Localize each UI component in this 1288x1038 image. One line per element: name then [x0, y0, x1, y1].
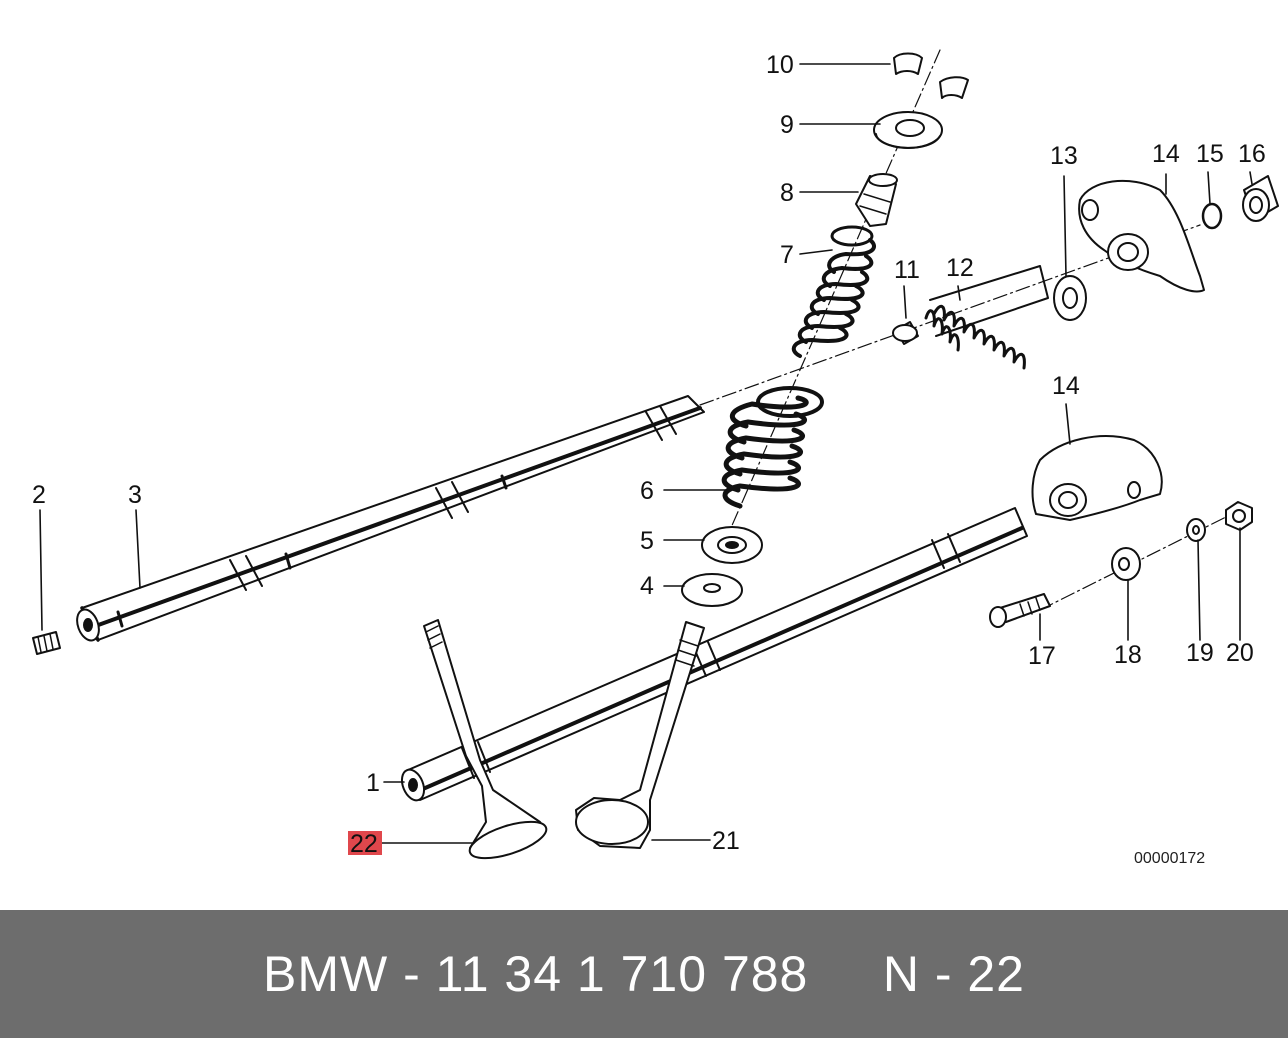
callout-14-upper: 14 — [1152, 140, 1180, 168]
callout-15: 15 — [1196, 140, 1224, 168]
nut-20 — [1225, 501, 1253, 531]
plug — [32, 631, 61, 655]
callout-7: 7 — [780, 241, 794, 269]
eccentric-18 — [1111, 547, 1141, 581]
stem-seal-8 — [855, 173, 898, 227]
callout-16: 16 — [1238, 140, 1266, 168]
parts-diagram: 1 2 3 4 5 6 7 8 9 10 11 12 13 14 15 16 1… — [32, 49, 1279, 867]
shaft-spring-12 — [924, 265, 1049, 370]
rocker-shaft-lower — [400, 507, 1028, 802]
callout-18: 18 — [1114, 641, 1142, 669]
valve-21 — [575, 621, 705, 849]
washer-19 — [1186, 518, 1206, 542]
valve-keepers-10 — [893, 52, 969, 99]
callout-13: 13 — [1050, 142, 1078, 170]
valve-spring-outer-6 — [721, 386, 824, 509]
exploded-view-drawing: 1 2 3 4 5 6 7 8 9 10 11 12 13 14 15 16 1… — [32, 49, 1279, 867]
rocker-arm-upper-14 — [1078, 179, 1205, 293]
spring-seat-5 — [701, 526, 763, 564]
bushing-16 — [1242, 175, 1279, 222]
rocker-arm-lower-14 — [1031, 435, 1163, 521]
footer-bar: BMW - 11 34 1 710 788 N - 22 — [0, 910, 1288, 1038]
bolt-17 — [989, 593, 1051, 628]
leader-lines — [39, 63, 1253, 844]
callout-20: 20 — [1226, 639, 1254, 667]
circlip-15 — [1201, 202, 1223, 230]
rocker-shaft-upper — [76, 395, 705, 642]
callout-19: 19 — [1186, 639, 1214, 667]
callout-4: 4 — [640, 572, 654, 600]
part-number-caption: BMW - 11 34 1 710 788 N - 22 — [263, 946, 1025, 1002]
callout-1: 1 — [366, 769, 380, 797]
callout-12: 12 — [946, 254, 974, 282]
callout-14-lower: 14 — [1052, 372, 1080, 400]
drawing-number: 00000172 — [1134, 850, 1205, 867]
callout-11: 11 — [894, 256, 920, 284]
retainer-9 — [873, 111, 943, 149]
callout-6: 6 — [640, 477, 654, 505]
thrust-washer-13 — [1053, 275, 1087, 321]
callout-17: 17 — [1028, 642, 1056, 670]
valve-22 — [423, 619, 548, 860]
callout-8: 8 — [780, 179, 794, 207]
washer-4 — [681, 573, 743, 607]
callout-2: 2 — [32, 481, 46, 509]
callout-5: 5 — [640, 527, 654, 555]
callout-22-highlight — [348, 831, 382, 855]
valve-spring-inner-7 — [791, 225, 876, 358]
spacer-11 — [892, 321, 919, 345]
callout-22: 22 — [350, 830, 378, 858]
callout-3: 3 — [128, 481, 142, 509]
callout-10: 10 — [766, 51, 794, 79]
callout-labels: 1 2 3 4 5 6 7 8 9 10 11 12 13 14 15 16 1… — [32, 51, 1266, 858]
callout-9: 9 — [780, 111, 794, 139]
callout-21: 21 — [712, 827, 740, 855]
